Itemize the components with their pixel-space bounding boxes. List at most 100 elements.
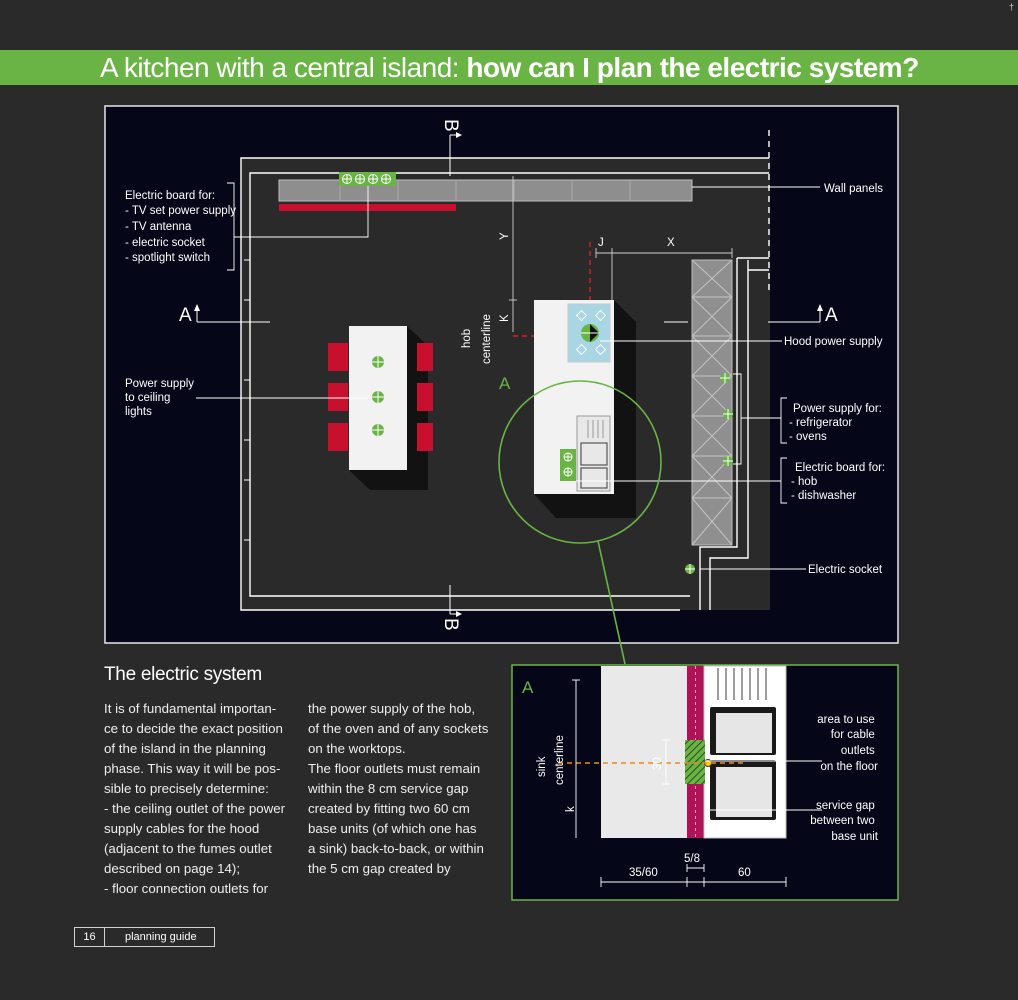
label-line: - electric socket [125, 237, 206, 249]
label-line: service gap [816, 800, 875, 812]
text-line: The floor outlets must remain [308, 761, 481, 776]
text-line: base units (of which one has [308, 821, 477, 836]
text-line: It is of fundamental importan- [104, 701, 277, 716]
text-line: described on page 14); [104, 861, 241, 876]
label-service-gap: service gap between two base unit [810, 800, 879, 843]
label-electric-board-hob: Electric board for: - hob - dishwasher [791, 462, 888, 502]
dim-k: K [499, 314, 511, 322]
text-line: of the oven and of any sockets [308, 721, 489, 736]
chair [417, 343, 433, 371]
label-hood-power: Hood power supply [784, 336, 883, 348]
chair [328, 423, 348, 451]
text-line: supply cables for the hood [104, 821, 260, 836]
chair [417, 423, 433, 451]
dim-j: J [598, 237, 604, 249]
island-shadow [534, 300, 636, 518]
text-line: the power supply of the hob, [308, 701, 476, 716]
label-line: lights [125, 406, 152, 418]
text-line: within the 8 cm service gap [308, 781, 469, 796]
label-line: - dishwasher [791, 490, 856, 502]
tv-board-outlets [339, 172, 396, 186]
label-line: - TV set power supply [125, 205, 236, 217]
detail-dimension-lines [572, 679, 822, 887]
label-line: base unit [831, 831, 878, 843]
text-line: (adjacent to the fumes outlet [104, 841, 272, 856]
label-line: outlets [841, 745, 875, 757]
section-b-top: B [440, 119, 461, 132]
wall-ticks [244, 259, 250, 541]
label-line: on the floor [820, 761, 878, 773]
table-shadow [349, 326, 428, 490]
label-line: - refrigerator [789, 417, 852, 429]
text-line: on the worktops. [308, 741, 406, 756]
label-power-ceiling-lights: Power supply to ceiling lights [125, 378, 197, 418]
text-line: of the island in the planning [104, 741, 266, 756]
section-a-left: A [179, 305, 192, 326]
detail-title: A [522, 678, 534, 697]
leader-lines [196, 182, 820, 570]
hob-burner-icons [575, 309, 607, 356]
label-area-cable-outlets: area to use for cable outlets on the flo… [817, 714, 878, 773]
label-line: for cable [831, 729, 875, 741]
chair [328, 343, 348, 371]
title-regular: A kitchen with a central island: [100, 52, 467, 83]
page-title: A kitchen with a central island: how can… [100, 52, 919, 83]
label-line: - hob [791, 476, 817, 488]
label-sink: sink [536, 756, 548, 777]
sink-bowl [580, 467, 608, 489]
label-line: - TV antenna [125, 221, 192, 233]
text-column-2: the power supply of the hob, of the oven… [308, 699, 492, 879]
detail-dim-60: 60 [738, 867, 751, 879]
wall-units-red [279, 204, 456, 211]
title-bold: how can I plan the electric system? [466, 52, 919, 83]
label-line: Power supply [125, 378, 194, 390]
label-line: Power supply for: [793, 403, 882, 415]
room-walls [240, 130, 770, 611]
text-line: sible to precisely determine: [104, 781, 269, 796]
page-footer: 16 planning guide [74, 927, 215, 947]
label-line: - spotlight switch [125, 252, 210, 264]
text-line: - floor connection outlets for [104, 881, 269, 896]
wall-panel-divisions [339, 180, 631, 201]
text-line: the 5 cm gap created by [308, 861, 451, 876]
section-a-right: A [825, 305, 838, 326]
section-title: The electric system [104, 664, 262, 685]
tv-board-outlet-icons [342, 174, 391, 184]
detail-dim-35-60: 35/60 [629, 867, 658, 879]
chair [417, 383, 433, 411]
label-line: area to use [817, 714, 875, 726]
label-centerline: centerline [554, 735, 566, 785]
detail-cable-area [685, 740, 705, 784]
label-power-supply-for: Power supply for: - refrigerator - ovens [789, 403, 885, 443]
sink-bowl [580, 442, 608, 466]
detail-dim-k: k [565, 806, 577, 812]
dim-x: X [667, 237, 675, 249]
page-number: 16 [75, 928, 105, 946]
text-line: - the ceiling outlet of the power [104, 801, 286, 816]
label-centerline: centerline [481, 314, 493, 364]
footer-label: planning guide [125, 931, 197, 943]
dim-y: Y [499, 232, 511, 240]
detail-marker-a: A [499, 374, 511, 393]
centerlines [513, 242, 591, 337]
text-line: created by fitting two 60 cm [308, 801, 470, 816]
title-banner: A kitchen with a central island: how can… [0, 50, 1018, 85]
text-column-1: It is of fundamental importan- ce to dec… [104, 699, 288, 899]
chair [328, 383, 348, 411]
detail-worktop [601, 666, 687, 838]
label-electric-socket: Electric socket [808, 564, 883, 576]
text-line: ce to decide the exact position [104, 721, 283, 736]
label-line: Electric board for: [125, 190, 215, 202]
section-b-bottom: B [440, 618, 461, 631]
label-line: between two [810, 815, 875, 827]
label-line: - ovens [789, 431, 827, 443]
label-hob: hob [461, 329, 473, 348]
detail-connector [597, 540, 626, 665]
tall-units-cross [691, 259, 733, 546]
label-wall-panels: Wall panels [824, 183, 883, 195]
text-line: a sink) back-to-back, or within [308, 841, 484, 856]
corner-mark: † [1008, 2, 1014, 12]
label-line: Electric board for: [795, 462, 885, 474]
dimension-lines [509, 176, 733, 332]
